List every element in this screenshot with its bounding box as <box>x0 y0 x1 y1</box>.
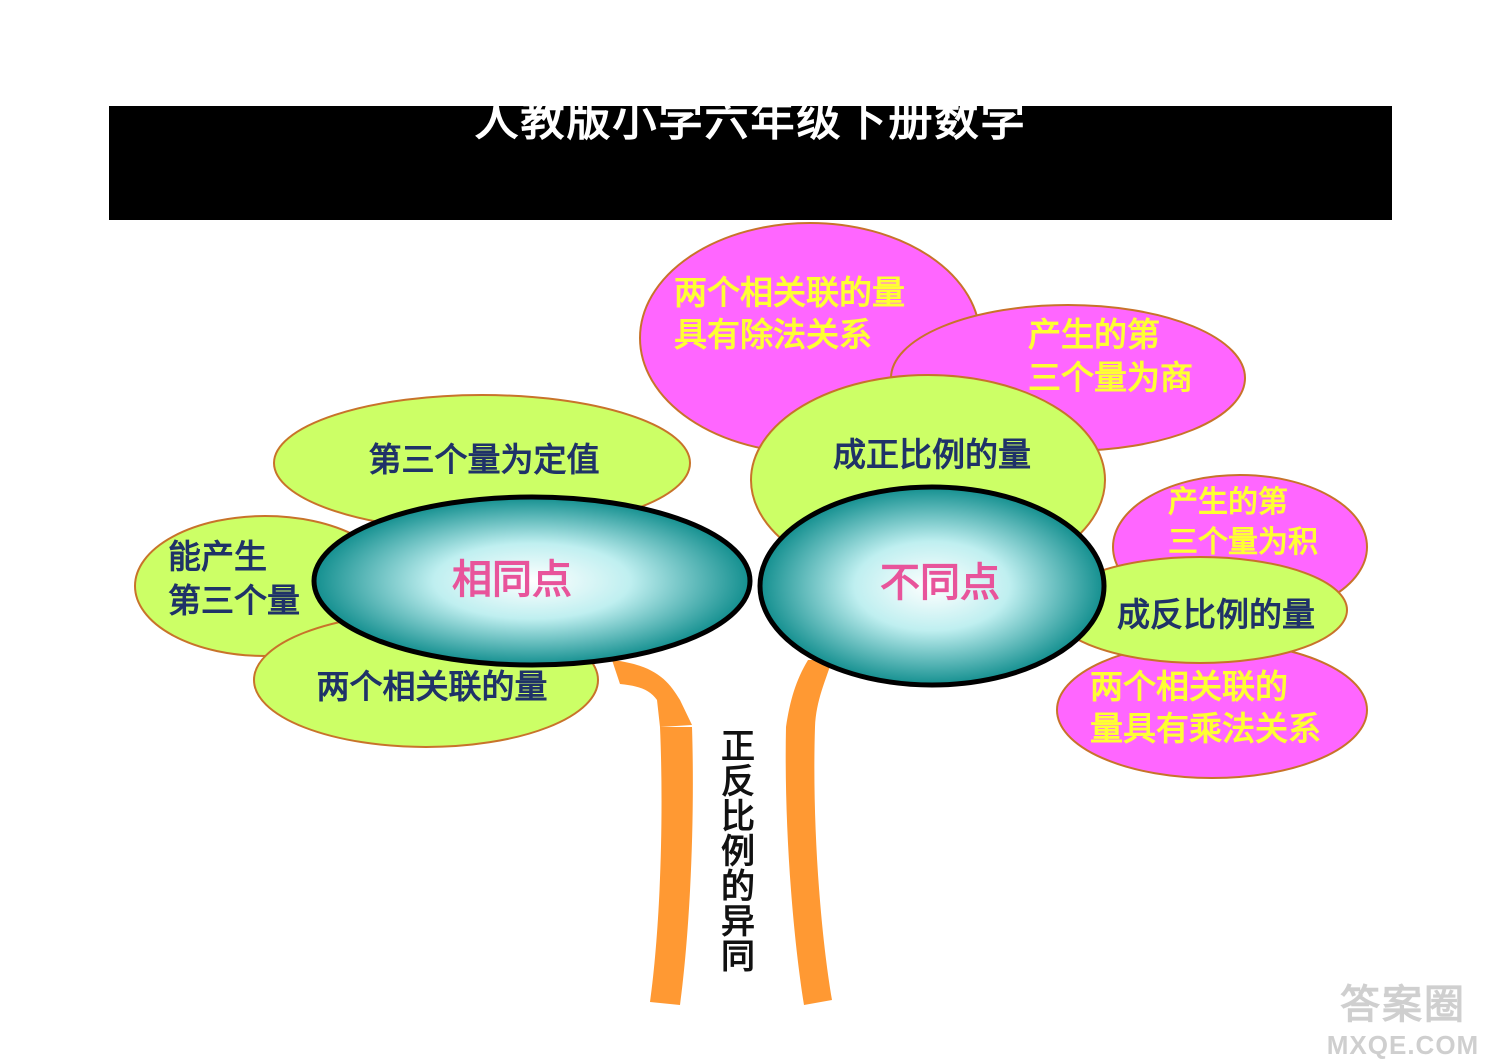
label-multiplication-line2: 量具有乘法关系 <box>1090 709 1321 748</box>
label-product-line1: 产生的第 <box>1168 485 1288 520</box>
label-inverse-proportion: 成反比例的量 <box>1117 595 1315 634</box>
trunk <box>612 660 832 1005</box>
label-produce-line1: 能产生 <box>168 537 267 576</box>
trunk-label: 正 反 比 例 的 异 同 <box>721 727 755 977</box>
label-differences: 不同点 <box>880 560 1000 606</box>
hub-differences <box>757 484 1107 688</box>
watermark: 答案圈 MXQE.COM <box>1318 972 1488 1060</box>
title-banner: 人教版小学六年级下册数学 <box>109 106 1392 220</box>
hub-similarities <box>311 494 753 668</box>
label-two-related-quantities: 两个相关联的量 <box>317 667 548 706</box>
label-similarities: 相同点 <box>452 557 572 603</box>
label-produce-line2: 第三个量 <box>168 581 300 620</box>
label-division-line2: 具有除法关系 <box>674 315 872 354</box>
label-multiplication-line1: 两个相关联的 <box>1090 667 1288 706</box>
trunk-char: 异 <box>721 902 755 942</box>
trunk-char: 反 <box>721 762 755 802</box>
label-division-line1: 两个相关联的量 <box>674 273 905 312</box>
label-direct-proportion: 成正比例的量 <box>833 435 1031 474</box>
trunk-char: 正 <box>721 727 755 767</box>
label-quotient-line1: 产生的第 <box>1028 315 1160 354</box>
label-third-quantity-constant: 第三个量为定值 <box>369 440 600 479</box>
watermark-line1: 答案圈 <box>1340 983 1466 1027</box>
trunk-char: 的 <box>721 867 755 907</box>
trunk-char: 同 <box>721 937 755 977</box>
banner-title: 人教版小学六年级下册数学 <box>474 106 1027 146</box>
label-quotient-line2: 三个量为商 <box>1028 358 1193 397</box>
trunk-char: 比 <box>721 797 755 837</box>
trunk-char: 例 <box>721 832 755 872</box>
label-product-line2: 三个量为积 <box>1168 525 1318 560</box>
watermark-line2: MXQE.COM <box>1326 1030 1480 1060</box>
